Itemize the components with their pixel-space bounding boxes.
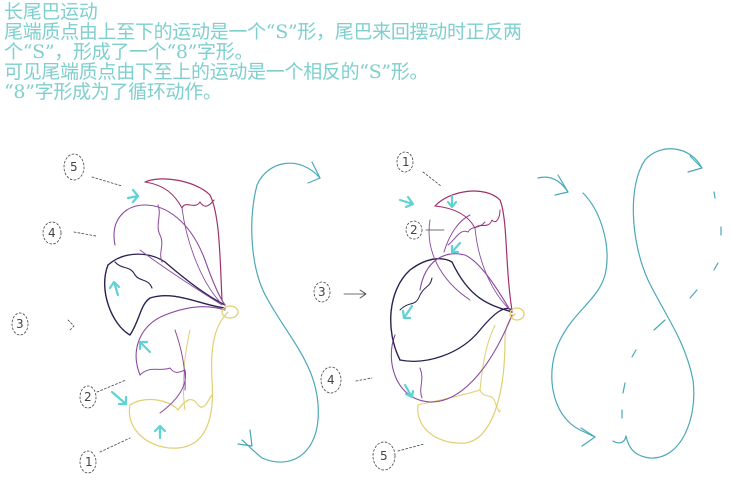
right-label-2: 2 bbox=[405, 220, 445, 240]
description-line-1: 尾端质点由上至下的运动是一个“S”形，尾巴来回摆动时正反两 bbox=[4, 21, 522, 43]
svg-text:2: 2 bbox=[84, 390, 92, 404]
left-label-1: 1 bbox=[79, 437, 131, 474]
svg-text:4: 4 bbox=[327, 373, 335, 387]
left-s-path bbox=[237, 161, 321, 463]
right-tail-figure: 1 2 3 4 5 bbox=[313, 151, 525, 471]
svg-text:3: 3 bbox=[318, 285, 326, 299]
svg-text:2: 2 bbox=[410, 223, 418, 237]
right-label-3: 3 bbox=[313, 281, 367, 303]
left-label-3: 3 bbox=[11, 312, 75, 336]
svg-text:4: 4 bbox=[48, 226, 56, 240]
description-line-4: “8”字形成为了循环动作。 bbox=[4, 81, 222, 103]
svg-text:3: 3 bbox=[16, 317, 24, 331]
description-line-3: 可见尾端质点由下至上的运动是一个相反的“S”形。 bbox=[4, 61, 429, 83]
description-line-2: 个“S”，形成了一个“8”字形。 bbox=[4, 41, 254, 63]
svg-text:5: 5 bbox=[380, 449, 388, 463]
right-8-path bbox=[537, 148, 722, 459]
svg-text:1: 1 bbox=[402, 155, 410, 169]
left-tail-figure: 5 4 3 2 1 bbox=[11, 153, 239, 474]
svg-text:5: 5 bbox=[70, 160, 78, 174]
right-label-5: 5 bbox=[372, 441, 425, 471]
left-label-4: 4 bbox=[42, 221, 97, 245]
text-block: 长尾巴运动 尾端质点由上至下的运动是一个“S”形，尾巴来回摆动时正反两 个“S”… bbox=[4, 2, 522, 102]
left-label-5: 5 bbox=[63, 153, 123, 187]
right-label-1: 1 bbox=[396, 151, 442, 187]
left-label-2: 2 bbox=[79, 379, 127, 409]
svg-text:1: 1 bbox=[85, 455, 93, 469]
page-title: 长尾巴运动 bbox=[4, 1, 98, 23]
right-label-4: 4 bbox=[320, 366, 373, 394]
